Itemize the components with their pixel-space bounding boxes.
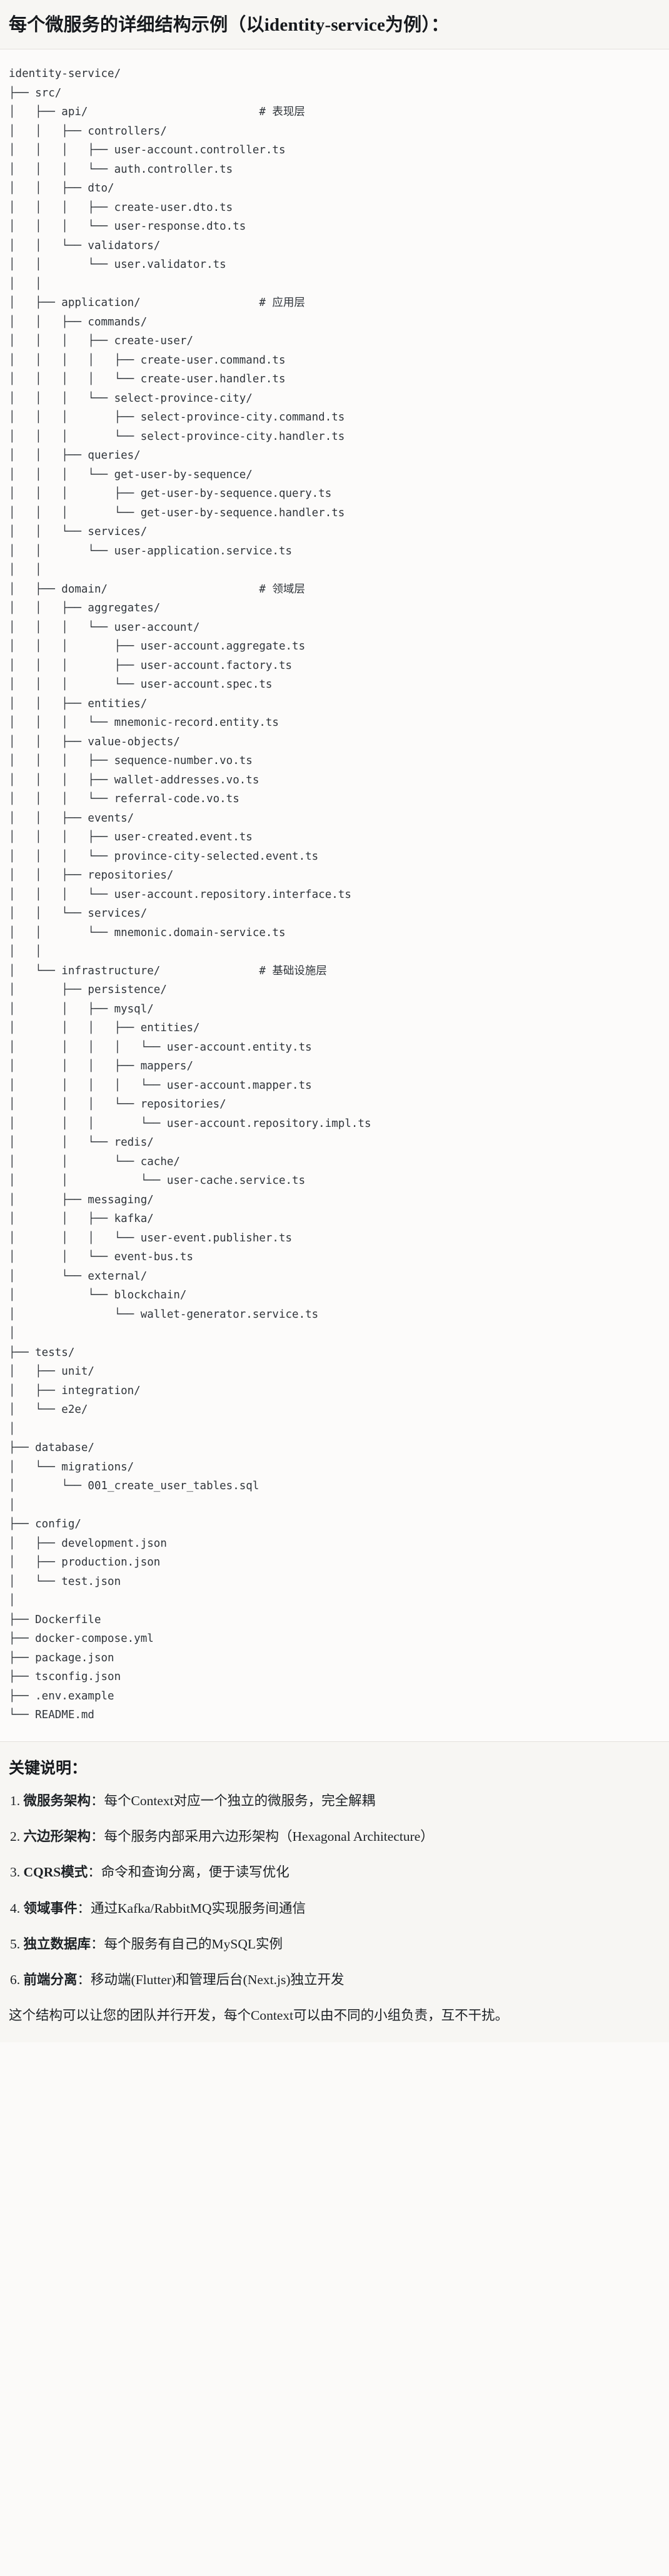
note-separator: ： — [77, 1972, 91, 1987]
list-item: 微服务架构：每个Context对应一个独立的微服务，完全解耦 — [10, 1791, 660, 1811]
note-term: 前端分离 — [23, 1972, 78, 1987]
note-term: 微服务架构 — [23, 1793, 91, 1808]
note-description: 每个服务有自己的MySQL实例 — [104, 1936, 283, 1952]
list-item: 领域事件：通过Kafka/RabbitMQ实现服务间通信 — [10, 1898, 660, 1918]
key-notes-section: 关键说明： 微服务架构：每个Context对应一个独立的微服务，完全解耦 六边形… — [0, 1741, 669, 2042]
note-term: 领域事件 — [23, 1900, 78, 1916]
list-item: 六边形架构：每个服务内部采用六边形架构（Hexagonal Architectu… — [10, 1826, 660, 1846]
note-description: 通过Kafka/RabbitMQ实现服务间通信 — [91, 1900, 306, 1916]
page-title: 每个微服务的详细结构示例（以identity-service为例）： — [9, 15, 450, 35]
note-separator: ： — [91, 1829, 104, 1844]
key-notes-title: 关键说明： — [9, 1759, 88, 1777]
note-term: 独立数据库 — [23, 1936, 91, 1952]
list-item: 前端分离：移动端(Flutter)和管理后台(Next.js)独立开发 — [10, 1970, 660, 1990]
key-notes-list: 微服务架构：每个Context对应一个独立的微服务，完全解耦 六边形架构：每个服… — [9, 1791, 660, 1990]
note-term: 六边形架构 — [23, 1829, 91, 1844]
key-notes-footer: 这个结构可以让您的团队并行开发，每个Context可以由不同的小组负责，互不干扰… — [9, 2008, 509, 2024]
note-description: 命令和查询分离，便于读写优化 — [101, 1865, 289, 1880]
note-description: 每个服务内部采用六边形架构（Hexagonal Architecture） — [104, 1829, 434, 1844]
list-item: CQRS模式：命令和查询分离，便于读写优化 — [10, 1862, 660, 1882]
directory-tree-block: identity-service/ ├── src/ │ ├── api/ # … — [0, 49, 669, 1741]
note-description: 每个Context对应一个独立的微服务，完全解耦 — [104, 1793, 376, 1808]
list-item: 独立数据库：每个服务有自己的MySQL实例 — [10, 1934, 660, 1954]
directory-tree: identity-service/ ├── src/ │ ├── api/ # … — [9, 68, 371, 1722]
note-separator: ： — [77, 1900, 91, 1916]
note-separator: ： — [88, 1865, 101, 1880]
note-description: 移动端(Flutter)和管理后台(Next.js)独立开发 — [91, 1972, 345, 1987]
note-separator: ： — [91, 1793, 104, 1808]
document-header: 每个微服务的详细结构示例（以identity-service为例）： — [0, 0, 669, 50]
note-term: CQRS模式 — [23, 1865, 88, 1880]
note-separator: ： — [91, 1936, 104, 1952]
